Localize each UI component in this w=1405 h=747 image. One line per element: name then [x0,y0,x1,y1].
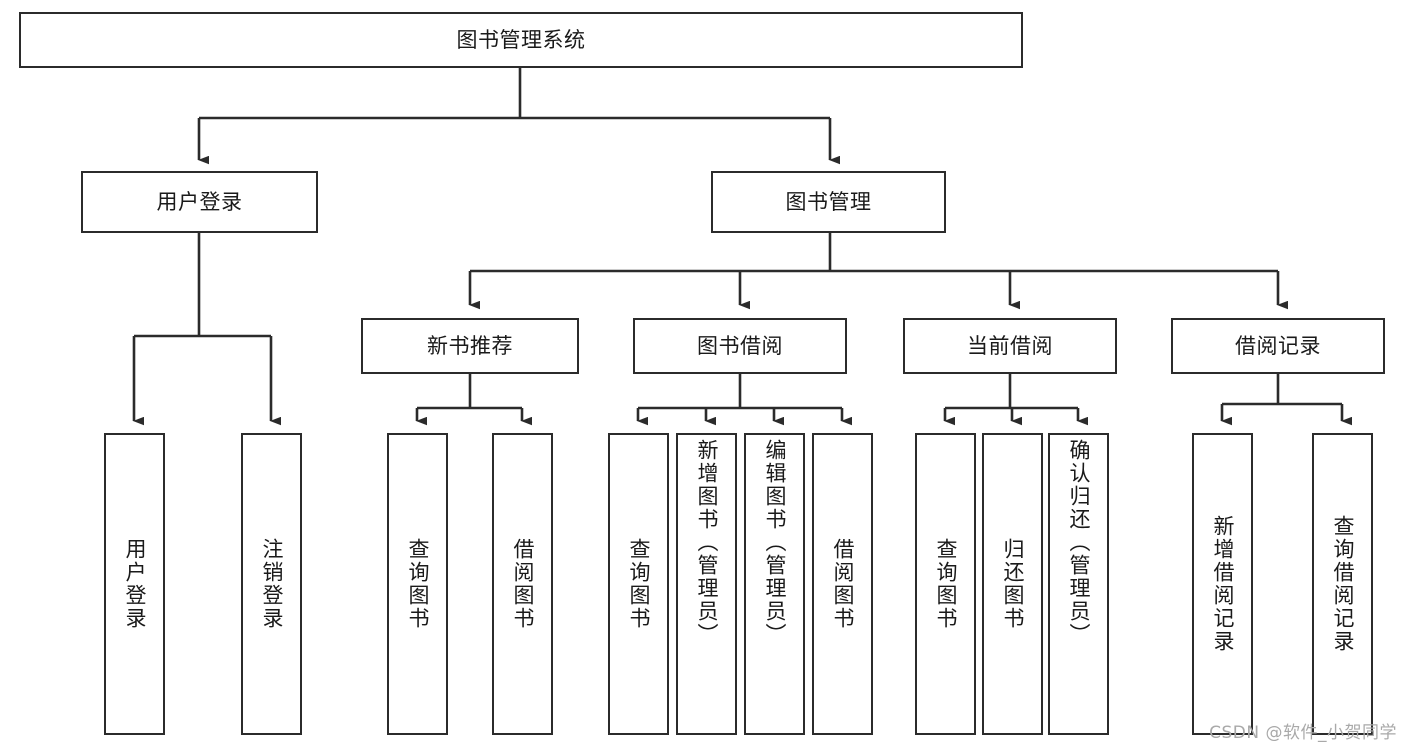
node-label: 确认归还（管理员） [1067,439,1091,646]
node-leaf-logout[interactable]: 注销登录 [241,433,302,735]
node-leaf-confirm-return-admin[interactable]: 确认归还（管理员） [1048,433,1109,735]
node-label: 查询图书 [406,538,430,630]
node-label: 借阅记录 [1235,333,1321,358]
node-label: 借阅图书 [831,538,855,630]
node-label: 用户登录 [123,538,147,630]
node-book-management[interactable]: 图书管理 [711,171,946,233]
node-label: 当前借阅 [967,333,1053,358]
node-root-book-management-system[interactable]: 图书管理系统 [19,12,1023,68]
watermark-text: CSDN @软件_小贺同学 [1209,723,1397,743]
node-label: 图书管理系统 [456,27,586,52]
node-leaf-return-book[interactable]: 归还图书 [982,433,1043,735]
node-label: 查询图书 [934,538,958,630]
node-label: 借阅图书 [511,538,535,630]
node-leaf-borrow-book[interactable]: 借阅图书 [812,433,873,735]
node-leaf-query-borrow-record[interactable]: 查询借阅记录 [1312,433,1373,735]
node-label: 编辑图书（管理员） [763,439,787,646]
node-label: 图书管理 [785,189,872,214]
node-label: 查询图书 [627,538,651,630]
node-user-login[interactable]: 用户登录 [81,171,318,233]
node-leaf-add-book-admin[interactable]: 新增图书（管理员） [676,433,737,735]
node-label: 图书借阅 [697,333,783,358]
node-label: 注销登录 [260,538,284,630]
node-label: 新书推荐 [427,333,513,358]
node-new-book-recommend[interactable]: 新书推荐 [361,318,579,374]
node-current-borrow[interactable]: 当前借阅 [903,318,1117,374]
node-label: 新增图书（管理员） [695,439,719,646]
node-label: 归还图书 [1001,538,1025,630]
node-leaf-user-login[interactable]: 用户登录 [104,433,165,735]
node-label: 新增借阅记录 [1211,515,1235,653]
node-leaf-query-book-borrow[interactable]: 查询图书 [608,433,669,735]
node-leaf-edit-book-admin[interactable]: 编辑图书（管理员） [744,433,805,735]
node-leaf-borrow-book-newbook[interactable]: 借阅图书 [492,433,553,735]
node-leaf-query-book-current[interactable]: 查询图书 [915,433,976,735]
node-label: 查询借阅记录 [1331,515,1355,653]
node-label: 用户登录 [156,189,243,214]
node-borrow-record[interactable]: 借阅记录 [1171,318,1385,374]
node-leaf-add-borrow-record[interactable]: 新增借阅记录 [1192,433,1253,735]
node-leaf-query-book-newbook[interactable]: 查询图书 [387,433,448,735]
node-book-borrow[interactable]: 图书借阅 [633,318,847,374]
